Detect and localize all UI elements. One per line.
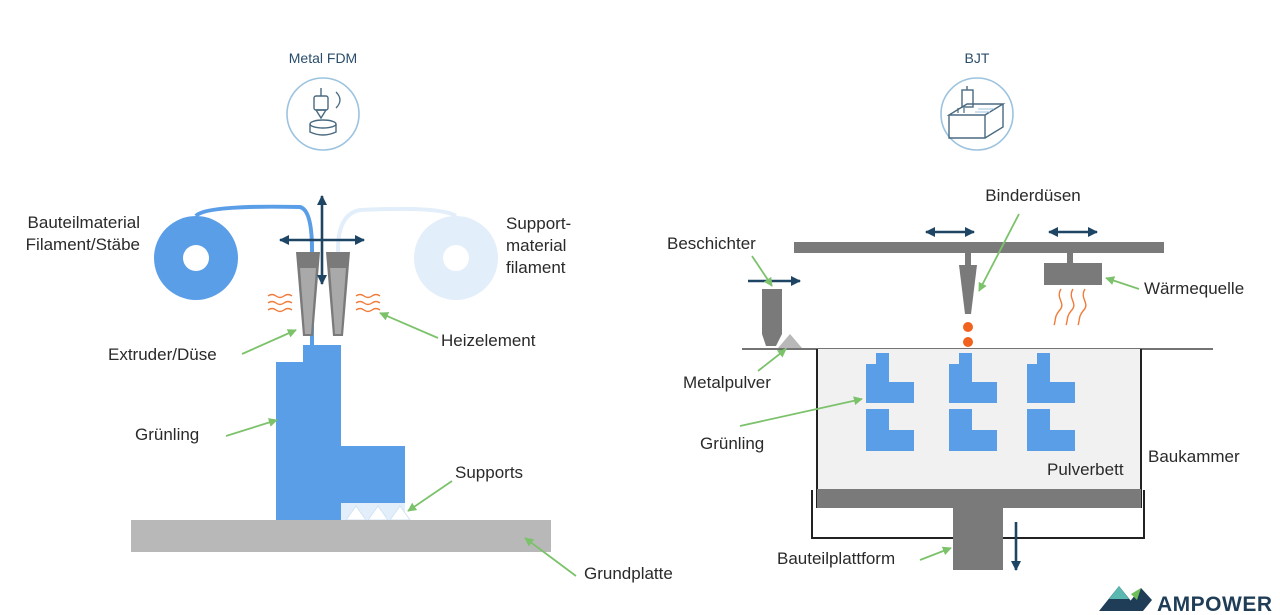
label-metal-powder: Metalpulver <box>683 373 771 392</box>
recoater <box>762 289 802 348</box>
fdm-supports <box>341 503 411 521</box>
label-bjt-green-part: Grünling <box>700 434 764 453</box>
binder-nozzle <box>959 253 977 347</box>
label-build-material-line1: Bauteilmaterial <box>28 213 140 232</box>
fdm-section: Metal FDM <box>26 50 673 583</box>
fdm-printer-icon <box>286 77 360 151</box>
label-supports: Supports <box>455 463 523 482</box>
bjt-section: BJT <box>667 50 1244 571</box>
build-material-spool <box>154 216 238 300</box>
fdm-pointer-arrows <box>225 312 577 577</box>
bjt-motion-arrows <box>748 227 1098 286</box>
label-heat-source: Wärmequelle <box>1144 279 1244 298</box>
label-support-material-line2: material <box>506 236 566 255</box>
bjt-green-parts <box>866 353 1075 451</box>
label-binder-nozzles: Binderdüsen <box>985 186 1080 205</box>
bjt-title: BJT <box>965 50 990 66</box>
label-base-plate: Grundplatte <box>584 564 673 583</box>
ampower-logo-mark-icon <box>1099 586 1152 611</box>
heat-waves-icon <box>267 293 381 313</box>
nozzle-movement-arrows <box>279 195 365 285</box>
ampower-logo-text: AMPOWER <box>1157 593 1273 615</box>
label-support-material-line3: filament <box>506 258 566 277</box>
label-build-platform: Bauteilplattform <box>777 549 895 568</box>
build-filament <box>194 204 314 350</box>
heat-source <box>1044 253 1102 326</box>
label-support-material-line1: Support- <box>506 214 571 233</box>
fdm-green-part <box>276 345 405 520</box>
label-extruder: Extruder/Düse <box>108 345 217 364</box>
label-build-chamber: Baukammer <box>1148 447 1240 466</box>
heat-rays-icon <box>1053 288 1087 326</box>
label-recoater: Beschichter <box>667 234 756 253</box>
fdm-base-plate <box>131 520 551 552</box>
ampower-logo: AMPOWER <box>1099 586 1273 615</box>
bjt-pointer-arrows <box>739 213 1140 561</box>
label-heater: Heizelement <box>441 331 536 350</box>
label-build-material-line2: Filament/Stäbe <box>26 235 140 254</box>
support-material-spool <box>414 216 498 300</box>
binder-jetting-icon <box>940 77 1014 151</box>
label-powder-bed: Pulverbett <box>1047 460 1124 479</box>
bjt-gantry <box>794 242 1164 253</box>
label-fdm-green-part: Grünling <box>135 425 199 444</box>
fdm-title: Metal FDM <box>289 50 357 66</box>
build-platform <box>817 489 1141 570</box>
extruder-nozzles <box>296 252 350 336</box>
